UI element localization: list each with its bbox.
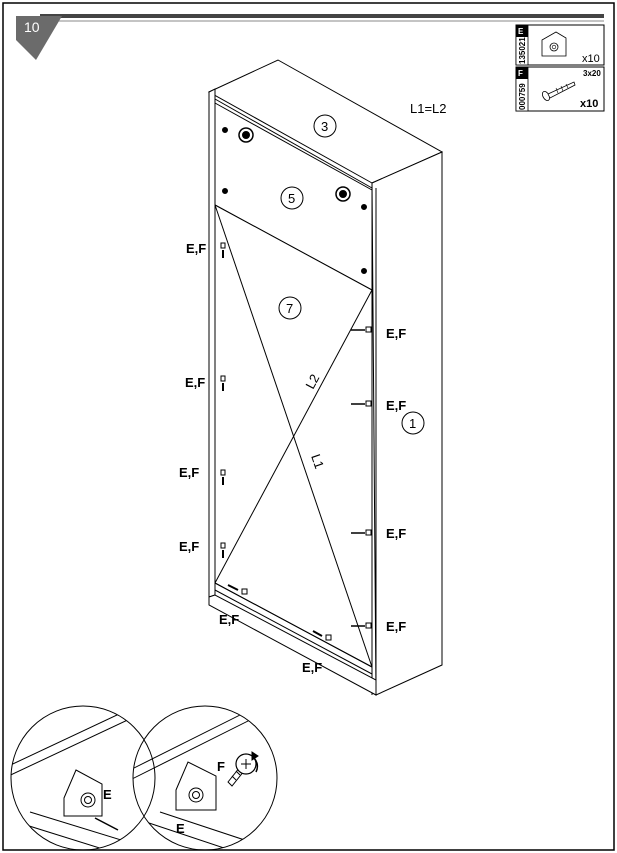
diagonal-l2	[214, 289, 373, 584]
diagonal-l2-label: L2	[302, 372, 322, 392]
panel-number-back-top: 5	[280, 186, 304, 210]
right-fasteners	[351, 326, 372, 629]
step-header: 10	[16, 14, 604, 60]
step-number: 10	[24, 19, 40, 35]
fastener-label: E,F	[386, 526, 406, 541]
diagonal-equation: L1=L2	[410, 101, 447, 116]
detail-corner-block: E	[10, 705, 156, 851]
part-f-code: 000759	[518, 83, 527, 110]
step-badge	[16, 16, 62, 60]
diagonal-l1-label: L1	[308, 452, 327, 471]
panel-number-side-text: 1	[409, 416, 416, 431]
part-e-letter: E	[518, 27, 524, 36]
screw-icon	[541, 81, 576, 101]
corner-block-icon	[541, 31, 567, 57]
panel-number-back-text: 7	[286, 301, 293, 316]
fastener-label: E,F	[386, 326, 406, 341]
part-f-letter: F	[518, 69, 523, 78]
panel-number-top-text: 3	[321, 119, 328, 134]
cabinet-drawing	[207, 59, 444, 696]
part-f-box: F 000759 3x20 x10	[515, 66, 605, 112]
fastener-label: E,F	[186, 241, 206, 256]
bottom-panel	[208, 594, 377, 696]
fastener-label: E,F	[386, 619, 406, 634]
fastener-label: E,F	[219, 612, 239, 627]
detail-e-label: E	[176, 821, 185, 836]
fastener-label: E,F	[302, 660, 322, 675]
detail-screw-insertion: F E	[132, 705, 278, 851]
panel-number-back-top-text: 5	[288, 191, 295, 206]
left-side-edge	[208, 88, 216, 598]
panel-number-back: 7	[278, 296, 302, 320]
detail-f-label: F	[217, 759, 225, 774]
part-e-qty: x10	[582, 53, 600, 65]
left-fasteners	[220, 242, 226, 558]
detail-e-label: E	[103, 787, 112, 802]
fastener-label: E,F	[179, 539, 199, 554]
part-e-code: 135021	[518, 37, 527, 64]
cam-fittings	[222, 127, 367, 274]
part-f-size: 3x20	[583, 69, 601, 78]
part-e-box: E 135021 x10	[515, 24, 605, 66]
panel-number-top: 3	[313, 114, 337, 138]
panel-number-side: 1	[401, 411, 425, 435]
fastener-label: E,F	[185, 375, 205, 390]
bottom-fasteners	[227, 584, 332, 641]
fastener-label: E,F	[179, 465, 199, 480]
fastener-label: E,F	[386, 398, 406, 413]
part-f-qty: x10	[580, 98, 598, 110]
